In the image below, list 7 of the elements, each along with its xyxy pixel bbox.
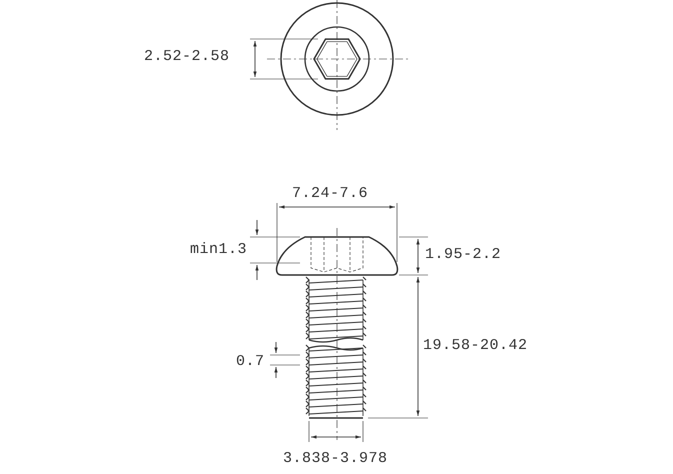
dimension-label: 1.95-2.2 [425,246,502,264]
dimension-label: 0.7 [236,353,265,371]
dimension-label: 2.52-2.58 [144,48,230,66]
dimension-label: 7.24-7.6 [292,185,368,203]
dimension-label: 3.838-3.978 [283,450,388,468]
dimension-label: 19.58-20.42 [423,337,528,355]
dimension-label: min1.3 [190,241,248,259]
